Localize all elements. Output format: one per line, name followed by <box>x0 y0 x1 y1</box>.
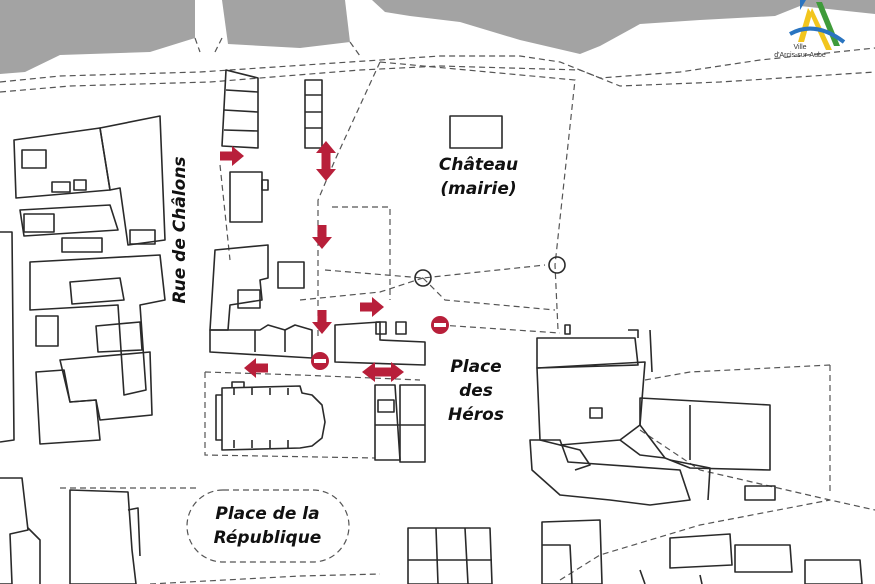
direction-arrow-icon <box>220 146 244 166</box>
chateau-label-line2: (mairie) <box>440 179 517 199</box>
place-label-chateau: Château (mairie) <box>416 153 541 201</box>
town-logo-text: Ville d'Arcis-sur-Aube <box>760 44 840 60</box>
place-label-place-des-heros: Place des Héros <box>427 355 525 427</box>
direction-arrow-icon <box>312 310 332 334</box>
river <box>0 0 875 74</box>
place-de-la-republique-outline <box>186 489 350 563</box>
direction-arrow-icon <box>244 358 268 378</box>
heros-label-line2: des <box>459 381 493 401</box>
heros-label-line3: Héros <box>448 405 504 425</box>
chateau-label-line1: Château <box>438 155 519 175</box>
roundabout-marker <box>414 269 432 287</box>
traffic-arrows <box>220 141 404 382</box>
direction-arrow-icon <box>360 297 384 317</box>
two-way-arrow-icon <box>316 141 336 181</box>
republique-label-line1: Place de la <box>215 504 320 524</box>
two-way-arrow-icon <box>362 362 404 382</box>
town-logo-icon <box>789 0 846 50</box>
direction-arrow-icon <box>312 225 332 249</box>
logo-line-town: d'Arcis-sur-Aube <box>774 52 826 59</box>
republique-label-line2: République <box>213 528 322 548</box>
street-label-rue-de-chalons: Rue de Châlons <box>170 156 190 304</box>
dashed-boundaries <box>0 37 875 584</box>
buildings <box>0 69 863 584</box>
no-entry-icon <box>311 352 329 370</box>
place-label-place-de-la-republique: Place de la République <box>190 502 345 550</box>
no-entry-icon <box>431 316 449 334</box>
roundabout-marker <box>548 256 566 274</box>
logo-line-ville: Ville <box>793 44 807 51</box>
heros-label-line1: Place <box>450 357 502 377</box>
